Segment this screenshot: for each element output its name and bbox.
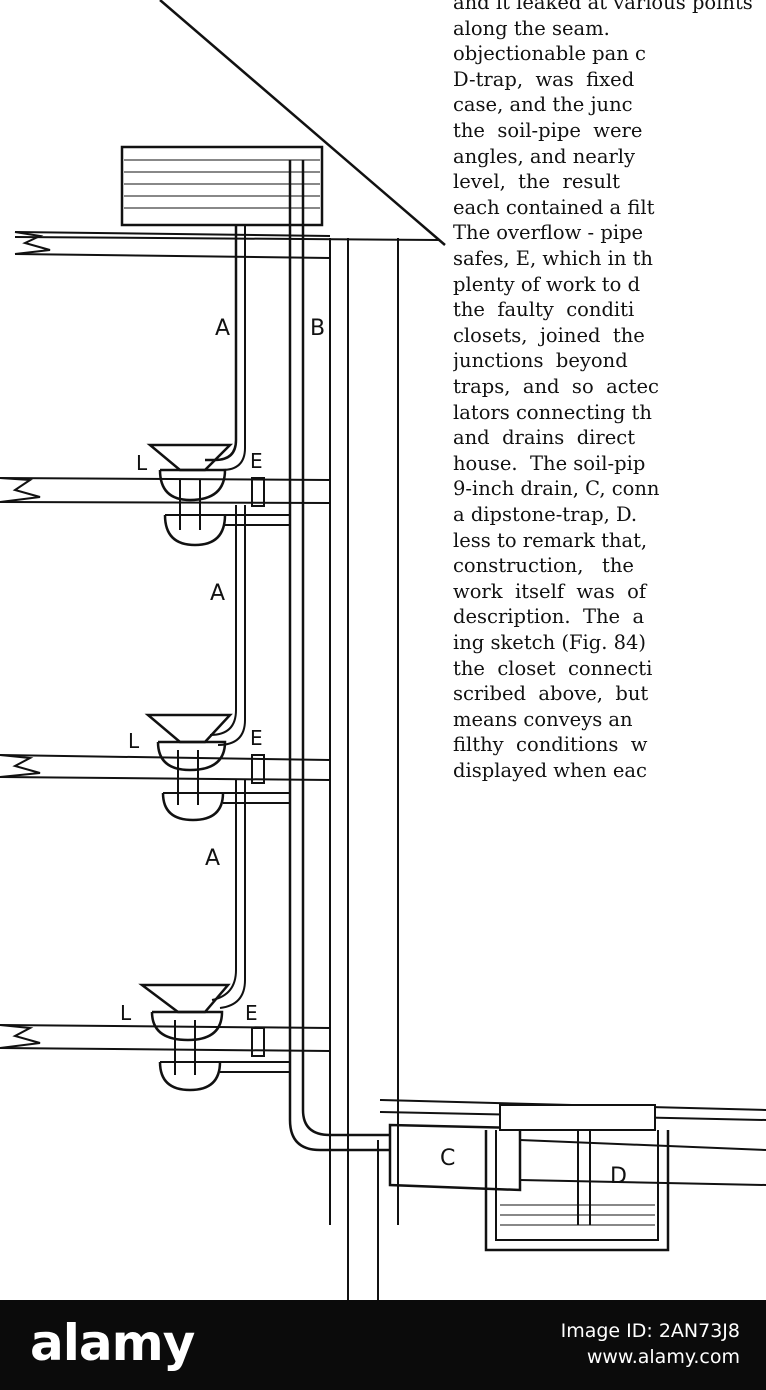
site-url-text: www.alamy.com <box>586 1346 740 1368</box>
text-line: The overflow - pipe <box>453 221 644 245</box>
label-l-2: L <box>128 729 140 753</box>
label-a-2: A <box>210 581 225 606</box>
text-line: D-trap, was fixed <box>453 67 635 91</box>
text-line: case, and the junc <box>453 93 633 117</box>
label-b: B <box>310 316 325 341</box>
text-line: a dipstone-trap, D. <box>453 503 638 526</box>
footer-meta: Image ID: 2AN73J8 www.alamy.com <box>561 1318 740 1370</box>
label-e-3: E <box>245 1001 258 1025</box>
label-c: C <box>440 1146 455 1171</box>
label-d: D <box>610 1164 627 1189</box>
text-line: and drains direct <box>453 426 636 450</box>
text-line: along the seam. <box>453 16 610 40</box>
supply-pipe-a <box>205 225 238 462</box>
label-a-3: A <box>205 846 220 871</box>
floor-beam-2 <box>0 754 331 781</box>
text-line: the closet connecti <box>453 656 653 680</box>
text-line: plenty of work to d <box>453 272 641 296</box>
alamy-logo: alamy <box>30 1314 195 1372</box>
text-line: each contained a filt <box>453 195 655 219</box>
text-line: work itself was of <box>453 579 647 603</box>
roof-line <box>159 0 446 246</box>
cistern <box>120 145 324 227</box>
image-id-text: Image ID: 2AN73J8 <box>560 1320 740 1342</box>
label-e-2: E <box>250 726 263 750</box>
text-line: construction, the <box>453 554 634 578</box>
pipe-diagram: A B E L A E L A E L C D <box>0 0 766 1300</box>
text-line: description. The a <box>453 605 645 629</box>
text-line: means conveys an <box>453 707 633 731</box>
floor-beam-1 <box>0 477 331 504</box>
stock-footer-bar: alamy Image ID: 2AN73J8 www.alamy.com <box>0 1300 766 1390</box>
text-line: filthy conditions w <box>453 733 648 757</box>
text-line: less to remark that, <box>453 528 648 552</box>
roof-base <box>14 236 441 241</box>
body-text-column: and it leaked at various points along the… <box>453 0 766 800</box>
text-line: level, the result <box>453 170 620 194</box>
text-line: the soil-pipe were <box>453 119 643 142</box>
top-beam <box>14 231 331 259</box>
text-line: junctions beyond <box>453 349 628 373</box>
text-line: safes, E, which in th <box>453 247 653 270</box>
text-line: the faulty conditi <box>453 298 635 322</box>
soil-pipe-b <box>288 160 390 1152</box>
floor-beam-3 <box>0 1024 331 1052</box>
text-line: scribed above, but <box>453 682 649 706</box>
label-e-1: E <box>250 449 263 473</box>
cistern-water <box>124 159 320 209</box>
dipstone-trap-d <box>484 1104 670 1252</box>
text-line: and it leaked at various points <box>453 0 753 14</box>
text-line: angles, and nearly <box>453 144 636 168</box>
text-line: house. The soil-pip <box>453 451 646 475</box>
label-a-1: A <box>215 316 230 341</box>
text-line: objectionable pan c <box>453 42 646 66</box>
drain-c-pipe <box>388 1123 766 1192</box>
text-line: traps, and so actec <box>453 375 659 398</box>
text-line: 9-inch drain, C, conn <box>453 477 660 501</box>
closet-3 <box>138 983 290 1092</box>
text-line: ing sketch (Fig. 84) <box>453 631 647 654</box>
text-line: lators connecting th <box>453 400 652 424</box>
closet-2 <box>144 713 290 822</box>
closet-1 <box>146 443 290 547</box>
text-line: displayed when eac <box>453 759 647 782</box>
label-l-3: L <box>120 1001 132 1025</box>
label-l-1: L <box>136 451 148 475</box>
text-line: closets, joined the <box>453 323 645 347</box>
